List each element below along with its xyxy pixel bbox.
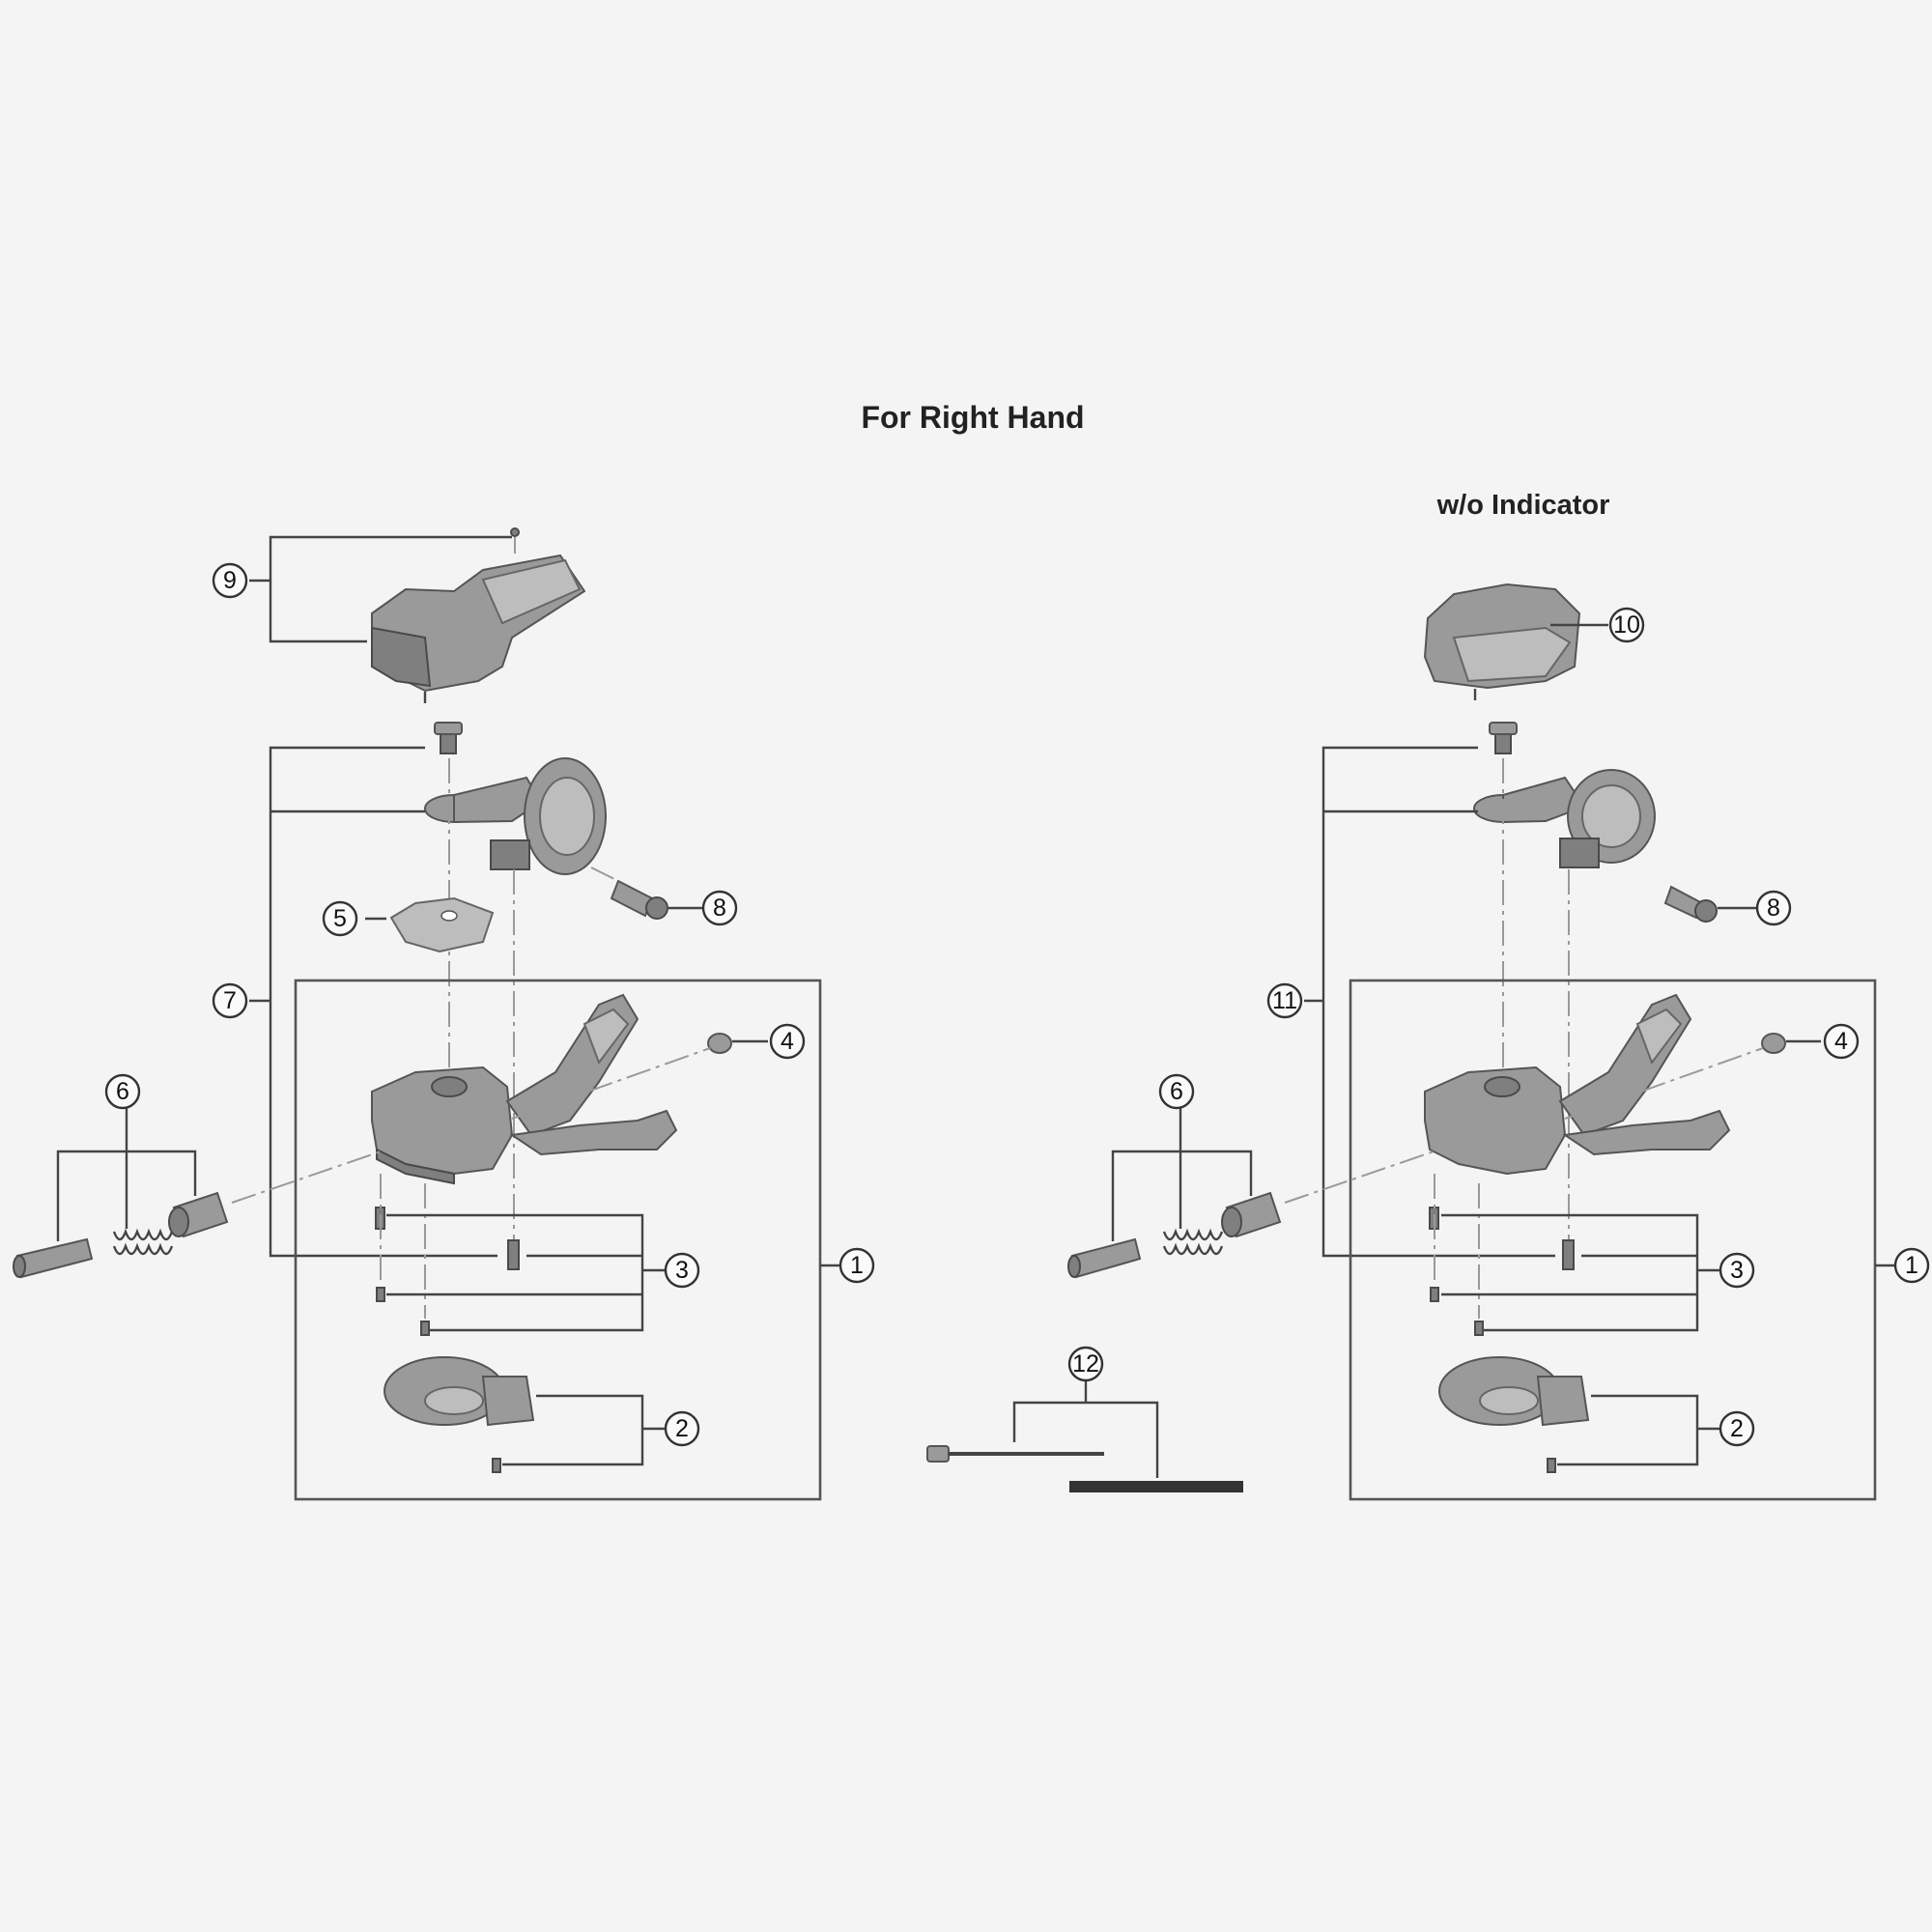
right-assembly [1067, 582, 1895, 1501]
svg-text:7: 7 [223, 987, 237, 1014]
callout-2-alt: 2 [1719, 1410, 1755, 1447]
callout-6: 6 [104, 1073, 141, 1110]
svg-text:3: 3 [1730, 1257, 1744, 1284]
base-cover-part-alt [1438, 1356, 1590, 1473]
callout-4-alt: 4 [1823, 1023, 1860, 1060]
clamp-screw-part [590, 867, 703, 920]
callout-3-alt: 3 [1719, 1252, 1755, 1289]
plain-cover-part [1423, 582, 1608, 700]
clamp-screw-part-alt [1663, 885, 1756, 923]
callout-6-alt: 6 [1158, 1073, 1195, 1110]
diagram-title: For Right Hand [861, 400, 1084, 435]
callout-9: 9 [212, 562, 248, 599]
main-body-part [371, 993, 678, 1185]
indicator-cover-part [371, 527, 586, 703]
base-cover-part [384, 1356, 535, 1473]
left-assembly [13, 527, 840, 1501]
cable-adjuster-part-alt [1067, 1149, 1440, 1279]
fixing-screws-part-alt [1429, 1174, 1575, 1336]
callout-5: 5 [322, 900, 358, 937]
cable-adjuster-part [13, 1149, 387, 1279]
inner-cable-part [926, 1379, 1243, 1492]
callout-4: 4 [769, 1023, 806, 1060]
clamp-band-part [424, 722, 607, 1265]
svg-text:4: 4 [781, 1028, 794, 1055]
callout-7: 7 [212, 982, 248, 1019]
svg-text:2: 2 [675, 1415, 689, 1442]
end-cap-part-alt [1564, 1033, 1821, 1120]
callout-2: 2 [664, 1410, 700, 1447]
svg-text:9: 9 [223, 567, 237, 594]
callout-10: 10 [1608, 607, 1645, 643]
callout-3: 3 [664, 1252, 700, 1289]
callout-8: 8 [701, 890, 738, 926]
callout-8-alt: 8 [1755, 890, 1792, 926]
callout-11: 11 [1266, 982, 1303, 1019]
svg-text:10: 10 [1613, 611, 1640, 639]
main-body-part-alt [1424, 993, 1731, 1176]
svg-text:6: 6 [116, 1078, 129, 1105]
svg-text:4: 4 [1834, 1028, 1848, 1055]
variant-label: w/o Indicator [1436, 490, 1610, 521]
clamp-band-part-alt [1473, 722, 1656, 1261]
end-cap-part [511, 1033, 768, 1120]
callout-12: 12 [1067, 1346, 1104, 1382]
svg-text:1: 1 [1905, 1252, 1918, 1279]
svg-text:1: 1 [850, 1252, 864, 1279]
base-plate-part [365, 896, 495, 953]
svg-text:2: 2 [1730, 1415, 1744, 1442]
svg-text:6: 6 [1170, 1078, 1183, 1105]
callout-1-alt: 1 [1893, 1247, 1930, 1284]
svg-text:11: 11 [1272, 987, 1297, 1014]
svg-text:8: 8 [713, 895, 726, 922]
fixing-screws-part [375, 1174, 520, 1336]
svg-text:12: 12 [1072, 1350, 1099, 1378]
callout-1: 1 [838, 1247, 875, 1284]
svg-text:3: 3 [675, 1257, 689, 1284]
svg-text:8: 8 [1767, 895, 1780, 922]
svg-text:5: 5 [333, 905, 347, 932]
